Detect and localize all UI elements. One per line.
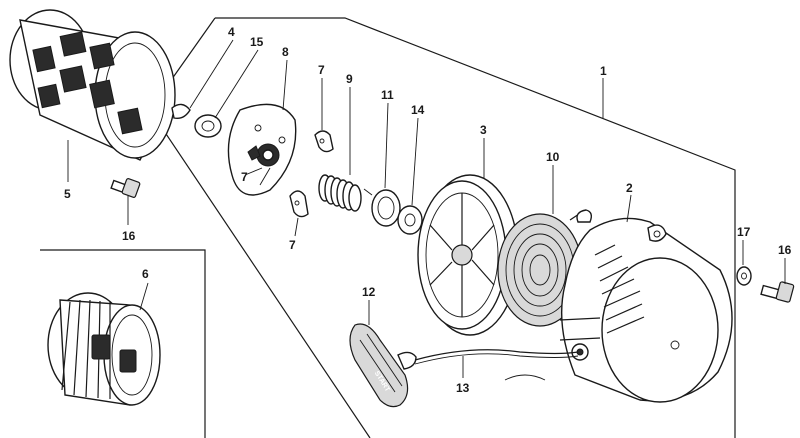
leader-6 — [139, 282, 149, 311]
callout-17: 17 — [737, 225, 751, 239]
callout-13: 13 — [456, 381, 470, 395]
starter-case-part-2 — [559, 209, 733, 403]
callout-14: 14 — [411, 103, 425, 117]
leader-2 — [626, 194, 632, 223]
assembly-outline — [215, 17, 736, 438]
bolt-part-16a — [110, 178, 141, 198]
leader-15 — [214, 49, 259, 119]
assembly-outline-diagonal — [149, 109, 371, 438]
callout-9: 9 — [346, 72, 353, 86]
callout-10: 10 — [546, 150, 560, 164]
callout-7-b: 7 — [318, 63, 325, 77]
inset-box — [40, 249, 206, 438]
callout-5: 5 — [64, 187, 71, 201]
callout-7-a: 7 — [241, 170, 248, 184]
callout-8: 8 — [282, 45, 289, 59]
rope-end — [504, 374, 546, 381]
starter-cup-part-6 — [47, 292, 161, 406]
callout-1: 1 — [600, 64, 607, 78]
leader-7b — [259, 167, 271, 186]
callout-15: 15 — [250, 35, 264, 49]
callout-6: 6 — [142, 267, 149, 281]
leader-14 — [411, 117, 419, 206]
callout-16-a: 16 — [122, 229, 136, 243]
starter-rope-part-13-edge — [414, 353, 579, 365]
ratchet-plate-part-8 — [227, 103, 297, 196]
washer-part-14 — [397, 205, 423, 235]
friction-spring-part-11 — [363, 188, 401, 227]
callout-4: 4 — [228, 25, 235, 39]
starter-cup-part-5 — [9, 9, 176, 161]
pawl-part-7-lower — [289, 190, 309, 218]
callout-7-c: 7 — [289, 238, 296, 252]
spring-part-9 — [318, 174, 362, 212]
washer-part-15 — [194, 114, 222, 138]
clip-part-4 — [171, 103, 191, 120]
bolt-part-16b — [760, 281, 795, 303]
callout-3: 3 — [480, 123, 487, 137]
leader-7-lower — [294, 217, 299, 237]
callout-2: 2 — [626, 181, 633, 195]
washer-part-17 — [736, 266, 752, 286]
leader-11 — [384, 102, 389, 189]
starter-rope-part-13 — [414, 349, 579, 361]
leader-8 — [282, 59, 288, 111]
leader-7a — [244, 167, 263, 176]
starter-handle-part-12 — [349, 323, 417, 408]
pawl-part-7-upper — [314, 130, 334, 153]
callout-16-b: 16 — [778, 243, 792, 257]
reel-part-3 — [417, 174, 519, 336]
leader-4 — [189, 39, 234, 109]
callout-12: 12 — [362, 285, 376, 299]
callout-11: 11 — [381, 88, 394, 102]
